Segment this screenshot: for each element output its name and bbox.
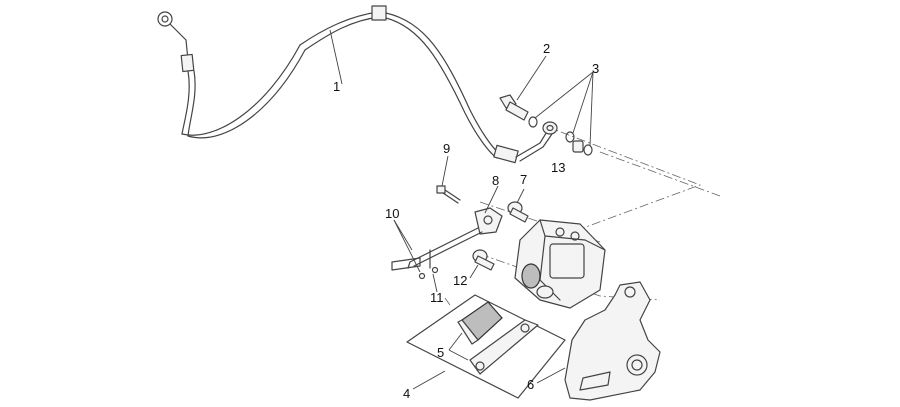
callouts: 1 2 3 4 5 6 7 8 9 10 11 12 13 [333, 41, 599, 401]
caliper-bolt-12 [472, 249, 495, 271]
brake-hose [157, 5, 553, 164]
banjo-fitting [542, 121, 558, 135]
sensor-bracket [391, 207, 503, 280]
callout-5: 5 [437, 345, 444, 360]
leader-lines [329, 29, 594, 390]
callout-3: 3 [592, 61, 599, 76]
callout-7: 7 [520, 172, 527, 187]
brake-pads [406, 294, 566, 399]
caliper-bolt-7 [507, 201, 529, 223]
callout-12: 12 [453, 273, 467, 288]
callout-9: 9 [443, 141, 450, 156]
sealing-washers [528, 116, 593, 156]
callout-1: 1 [333, 79, 340, 94]
callout-10: 10 [385, 206, 399, 221]
callout-13: 13 [551, 160, 565, 175]
callout-8: 8 [492, 173, 499, 188]
callout-11: 11 [430, 290, 444, 305]
callout-4: 4 [403, 386, 410, 401]
brake-caliper [514, 219, 606, 309]
callout-6: 6 [527, 377, 534, 392]
caliper-bracket [564, 281, 661, 401]
callout-2: 2 [543, 41, 550, 56]
screw-9 [436, 185, 461, 204]
banjo-bolt [499, 94, 529, 121]
bleed-bush [572, 140, 584, 153]
